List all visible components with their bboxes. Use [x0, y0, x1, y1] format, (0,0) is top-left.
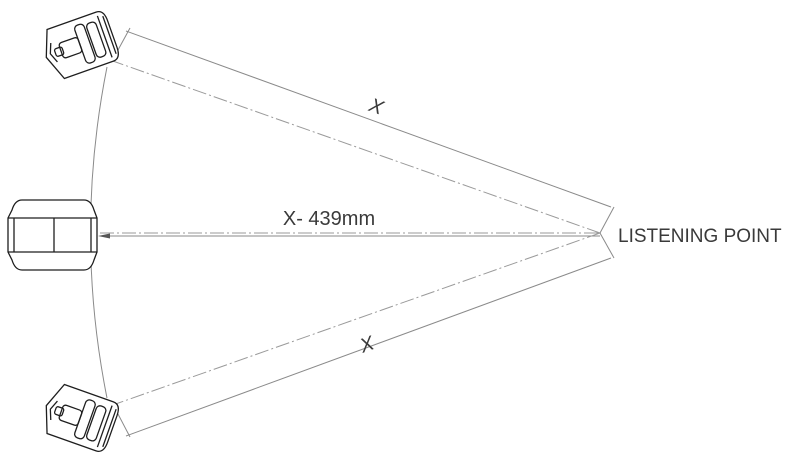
angled-speaker-icon [45, 383, 119, 452]
center-speaker-icon [7, 199, 98, 271]
center-distance-label: X- 439mm [283, 208, 375, 230]
upper-distance-label: X [365, 94, 386, 120]
angled-speaker-icon [45, 11, 119, 80]
upper-dimension-line [125, 30, 612, 208]
lower-dimension-line [125, 257, 612, 437]
center-dimension-arrow [98, 233, 110, 239]
listening-point-label: LISTENING POINT [618, 226, 782, 247]
upper-extension-line-point [599, 206, 615, 234]
lower-extension-line-point [599, 232, 615, 259]
lower-axis-line [109, 232, 601, 407]
upper-axis-line [109, 59, 601, 234]
lower-extension-line-speaker [117, 413, 131, 438]
